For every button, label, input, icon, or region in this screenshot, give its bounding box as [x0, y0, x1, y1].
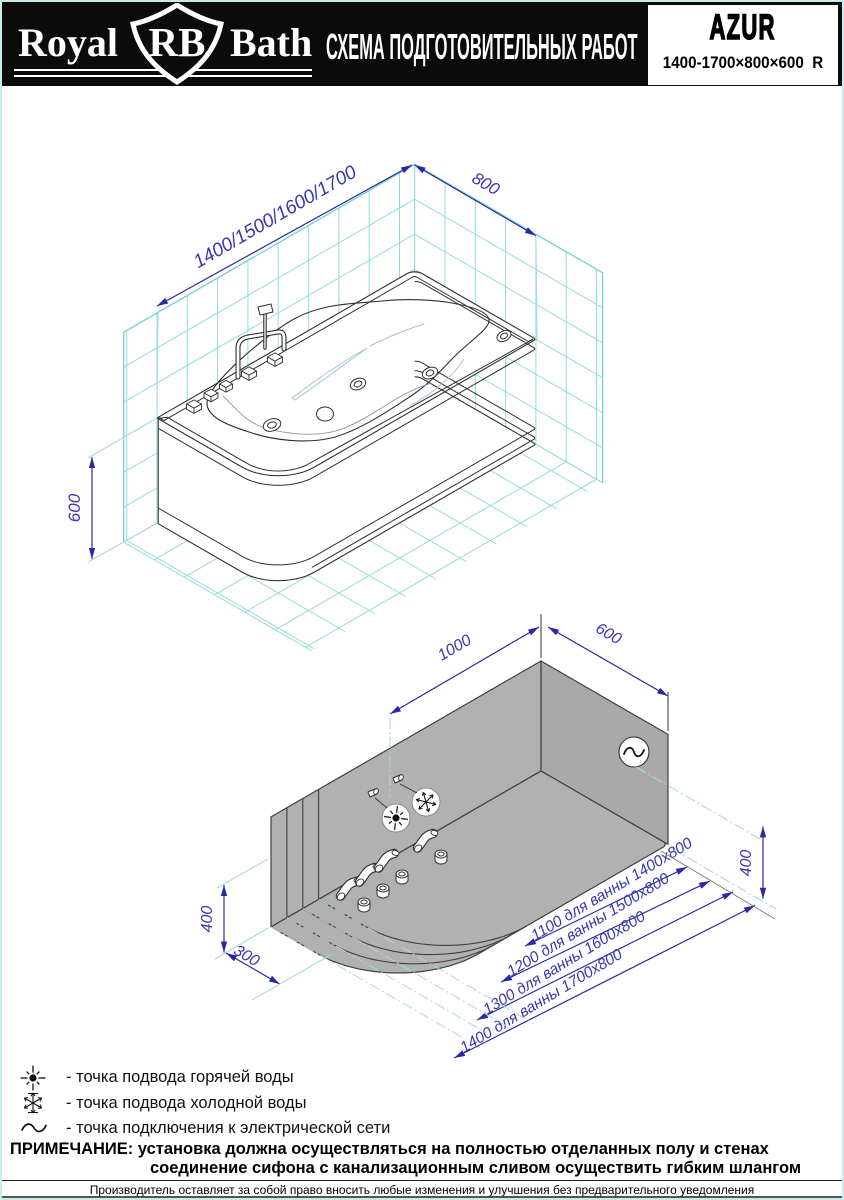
svg-text:RB: RB [149, 19, 206, 65]
svg-text:600: 600 [65, 493, 84, 522]
svg-text:600: 600 [592, 620, 624, 648]
svg-text:800: 800 [469, 168, 504, 199]
svg-text:400: 400 [738, 850, 755, 877]
svg-text:300: 300 [230, 942, 262, 970]
svg-text:400: 400 [199, 906, 216, 933]
svg-text:1400/1500/1600/1700: 1400/1500/1600/1700 [190, 161, 361, 272]
svg-text:1000: 1000 [435, 632, 474, 665]
